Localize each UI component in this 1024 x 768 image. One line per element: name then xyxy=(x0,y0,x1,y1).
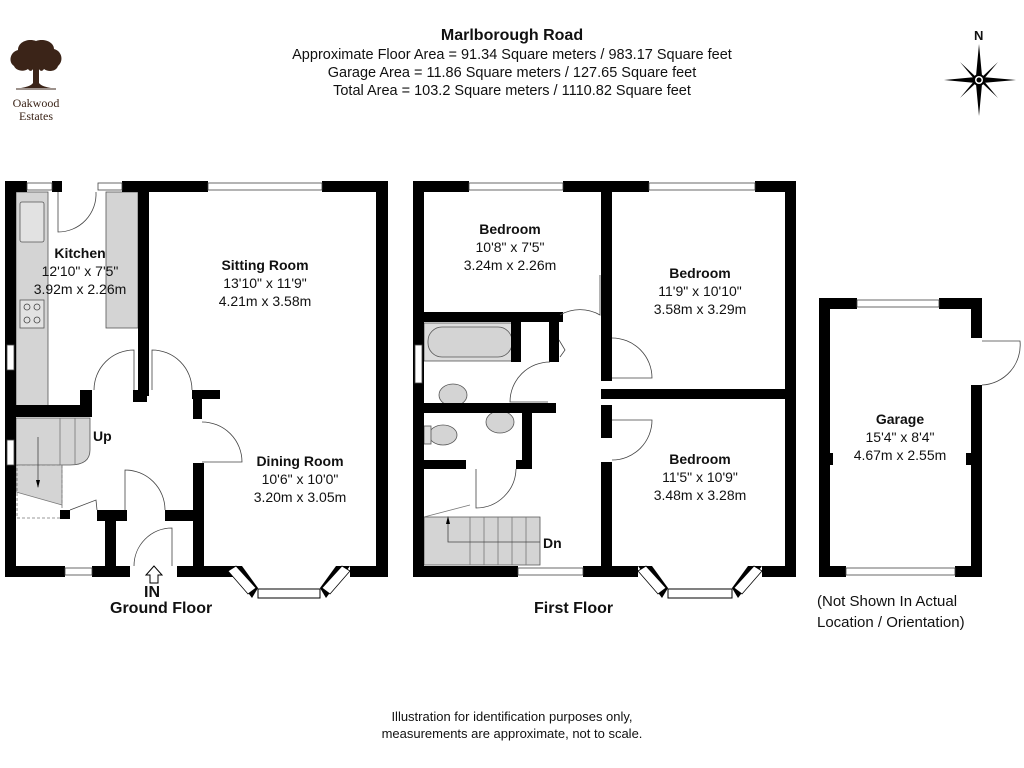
room-dining-room: Dining Room 10'6" x 10'0" 3.20m x 3.05m xyxy=(230,452,370,506)
room-imperial: 10'6" x 10'0" xyxy=(261,471,339,487)
oak-tree-icon xyxy=(10,39,62,90)
room-metric: 4.67m x 2.55m xyxy=(853,447,947,463)
room-metric: 3.58m x 3.29m xyxy=(653,301,747,317)
room-imperial: 15'4" x 8'4" xyxy=(865,429,935,445)
disclaimer-line-2: measurements are approximate, not to sca… xyxy=(381,726,643,741)
room-kitchen: Kitchen 12'10" x 7'5" 3.92m x 2.26m xyxy=(20,244,140,298)
total-area-text: Total Area = 103.2 Square meters / 1110.… xyxy=(333,83,691,99)
disclaimer: Illustration for identification purposes… xyxy=(300,708,724,742)
room-garage: Garage 15'4" x 8'4" 4.67m x 2.55m xyxy=(835,410,965,464)
plan-header: Marlborough Road Approximate Floor Area … xyxy=(200,26,824,100)
room-name: Bedroom xyxy=(669,451,731,467)
garage-area-text: Garage Area = 11.86 Square meters / 127.… xyxy=(327,65,697,81)
room-metric: 3.24m x 2.26m xyxy=(463,257,557,273)
garage-note-line-1: (Not Shown In Actual xyxy=(817,593,958,610)
room-metric: 3.20m x 3.05m xyxy=(253,489,347,505)
north-label: N xyxy=(974,28,984,43)
room-imperial: 13'10" x 11'9" xyxy=(223,275,307,291)
ground-floor-label: Ground Floor xyxy=(110,600,213,617)
stairs-down-label: Dn xyxy=(543,535,562,551)
room-name: Bedroom xyxy=(479,221,541,237)
room-bedroom-2: Bedroom 11'9" x 10'10" 3.58m x 3.29m xyxy=(625,264,775,318)
room-metric: 3.92m x 2.26m xyxy=(33,281,127,297)
first-floor-plan xyxy=(413,181,796,599)
room-imperial: 11'9" x 10'10" xyxy=(658,283,742,299)
garage-plan xyxy=(819,298,1021,577)
room-imperial: 10'8" x 7'5" xyxy=(475,239,545,255)
first-floor-label: First Floor xyxy=(534,600,614,617)
compass-rose-icon xyxy=(944,44,1016,116)
room-name: Garage xyxy=(875,411,925,427)
logo-line-2: Estates xyxy=(19,109,53,123)
agency-logo: Oakwood Estates xyxy=(6,36,66,123)
room-imperial: 12'10" x 7'5" xyxy=(41,263,119,279)
room-imperial: 11'5" x 10'9" xyxy=(662,469,738,485)
entrance-label: IN xyxy=(144,584,160,601)
ground-floor-plan xyxy=(5,181,388,599)
room-name: Sitting Room xyxy=(221,257,309,273)
property-title: Marlborough Road xyxy=(440,27,584,44)
stairs-up-label: Up xyxy=(93,428,112,444)
floor-area-text: Approximate Floor Area = 91.34 Square me… xyxy=(292,47,732,63)
room-name: Dining Room xyxy=(256,453,344,469)
disclaimer-line-1: Illustration for identification purposes… xyxy=(391,709,633,724)
room-metric: 3.48m x 3.28m xyxy=(653,487,747,503)
logo-line-1: Oakwood xyxy=(12,96,60,110)
garage-note: (Not Shown In Actual Location / Orientat… xyxy=(817,591,965,633)
garage-note-line-2: Location / Orientation) xyxy=(817,614,965,631)
compass: N xyxy=(940,28,1020,118)
room-name: Kitchen xyxy=(54,245,106,261)
room-name: Bedroom xyxy=(669,265,731,281)
room-sitting-room: Sitting Room 13'10" x 11'9" 4.21m x 3.58… xyxy=(190,256,340,310)
room-bedroom-3: Bedroom 11'5" x 10'9" 3.48m x 3.28m xyxy=(625,450,775,504)
room-metric: 4.21m x 3.58m xyxy=(218,293,312,309)
room-bedroom-1: Bedroom 10'8" x 7'5" 3.24m x 2.26m xyxy=(430,220,590,274)
